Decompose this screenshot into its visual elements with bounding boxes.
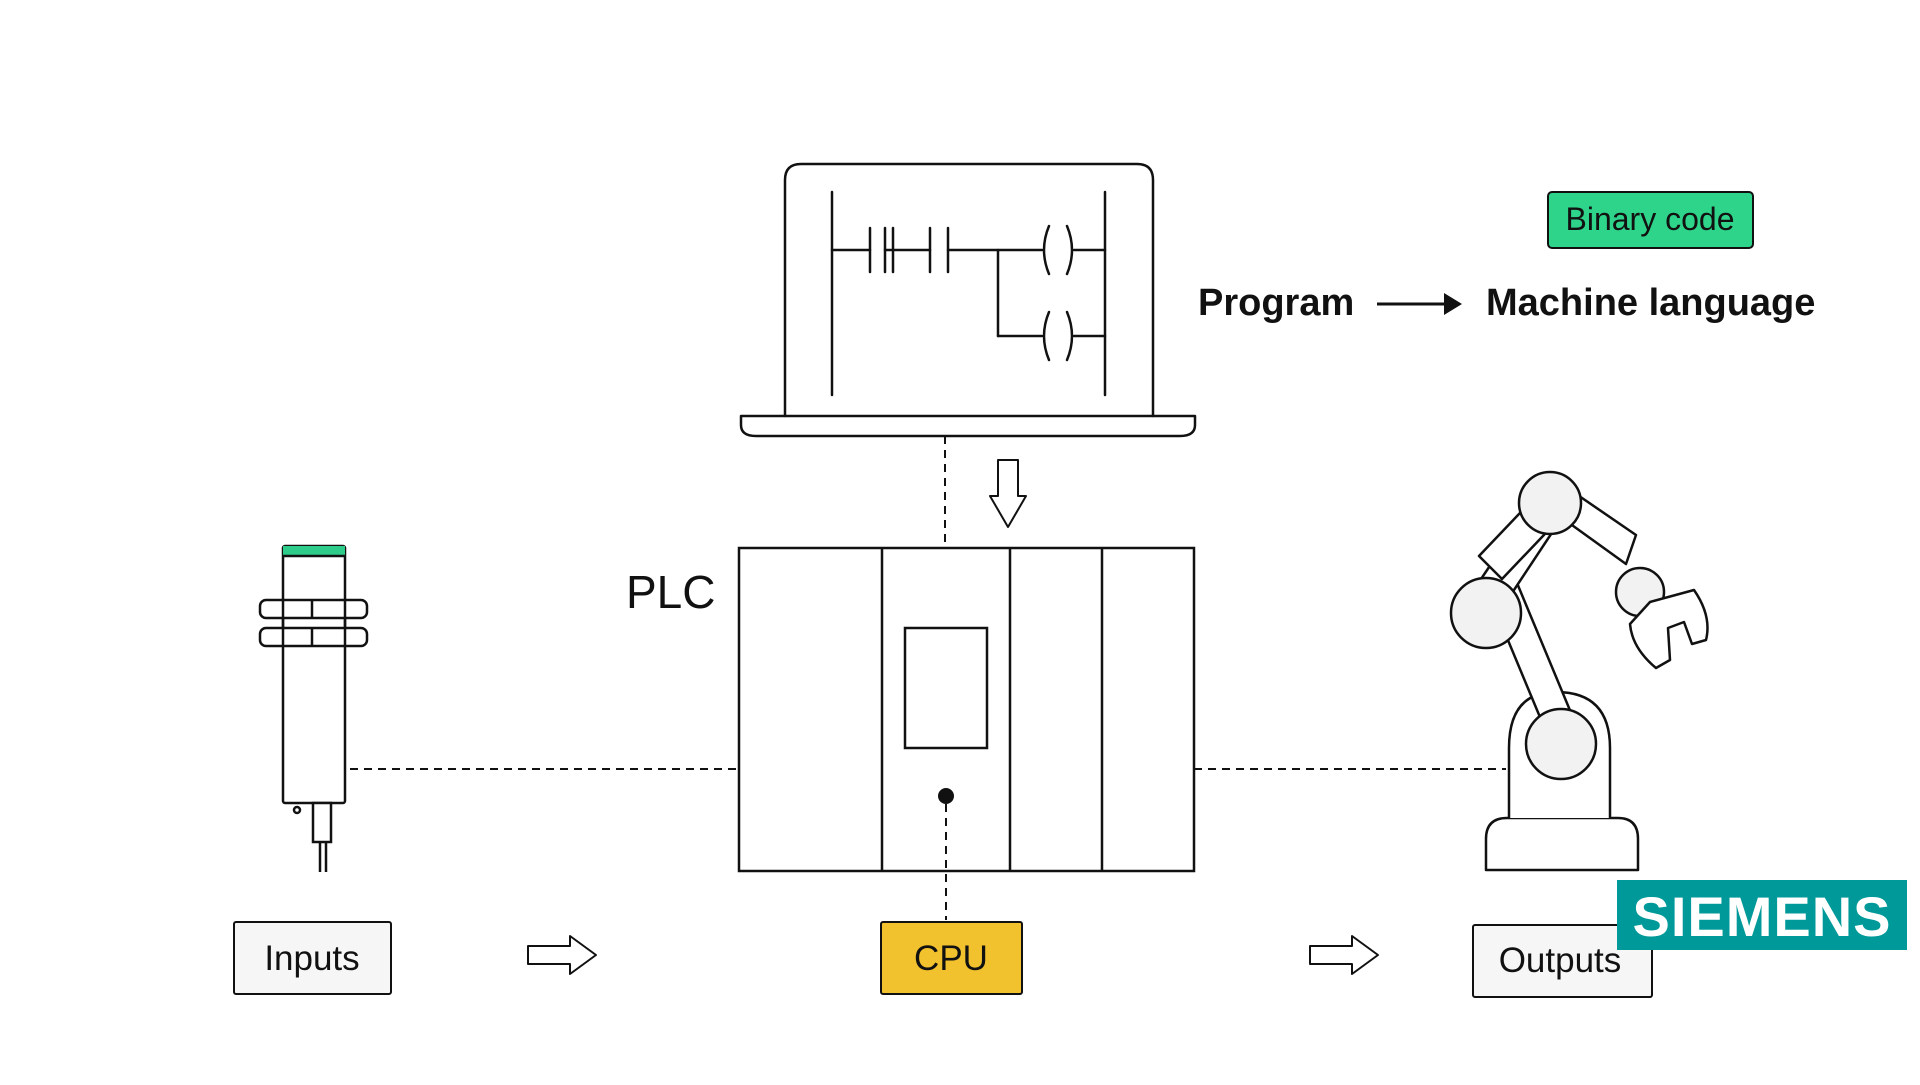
program-label: Program: [1198, 282, 1354, 324]
outputs-label: Outputs: [1499, 941, 1622, 980]
binary-code-label: Binary code: [1566, 201, 1735, 237]
plc-label: PLC: [626, 566, 715, 618]
cpu-label: CPU: [914, 939, 988, 978]
inputs-label: Inputs: [264, 939, 359, 978]
machine-language-label: Machine language: [1486, 282, 1815, 324]
inputs-box: Inputs: [233, 921, 392, 995]
cpu-indicator-dot: [938, 788, 954, 804]
siemens-logo-text: SIEMENS: [1632, 885, 1891, 948]
cpu-box: CPU: [880, 921, 1023, 995]
proximity-sensor-icon: [258, 544, 369, 872]
binary-code-badge: Binary code: [1547, 191, 1754, 249]
laptop-ladder-icon: [739, 162, 1197, 438]
plc-rack-icon: [737, 546, 1196, 873]
right-arrow-icon: [1309, 935, 1379, 975]
robot-arm-icon: [1449, 470, 1709, 872]
down-arrow-icon: [989, 459, 1027, 528]
siemens-logo: SIEMENS: [1617, 880, 1907, 950]
outputs-box: Outputs: [1472, 924, 1653, 998]
program-arrow-icon: [1377, 293, 1462, 315]
right-arrow-icon: [527, 935, 597, 975]
